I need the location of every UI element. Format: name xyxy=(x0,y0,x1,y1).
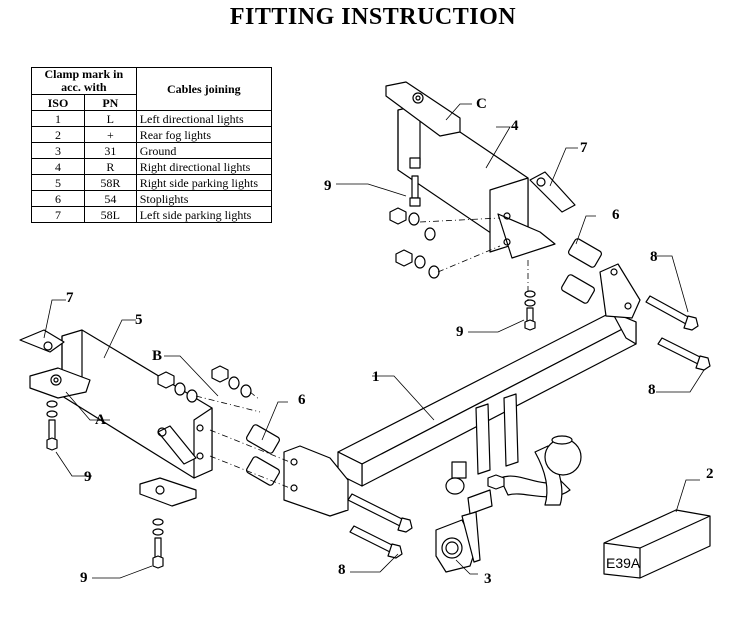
bolt-8-right-upper xyxy=(645,295,699,331)
label-part-1: 1 xyxy=(372,369,380,385)
label-part-9-upper: 9 xyxy=(324,178,332,194)
right-bracket-part-4 xyxy=(397,104,556,259)
clamp-b xyxy=(139,477,197,507)
header-clamp-mark: Clamp mark in acc. with xyxy=(31,67,137,95)
label-part-9-right: 9 xyxy=(456,324,464,340)
bolt-9-right xyxy=(524,260,536,331)
iso-cell: 7 xyxy=(31,206,85,223)
label-clamp-c: C xyxy=(476,96,487,112)
label-part-6-upper: 6 xyxy=(612,207,620,223)
crossbar-part-1 xyxy=(337,311,637,487)
pn-cell: 54 xyxy=(83,190,137,207)
bolt-9-left-upper xyxy=(46,400,58,451)
label-part-9-bottom: 9 xyxy=(80,570,88,586)
socket-bracket-part-3 xyxy=(435,511,481,573)
left-end-plate xyxy=(283,445,349,517)
label-part-4: 4 xyxy=(511,118,519,134)
part-labels: 1 2 3 4 5 6 6 7 7 8 8 8 9 9 9 9 A B C xyxy=(66,96,714,587)
label-part-8-lower: 8 xyxy=(338,562,346,578)
label-part-5: 5 xyxy=(135,312,143,328)
tow-ball-assembly xyxy=(445,393,582,515)
clamp-7-upper xyxy=(529,171,576,213)
cable-cell: Ground xyxy=(135,142,273,159)
page-title: FITTING INSTRUCTION xyxy=(229,4,517,30)
leader-lines xyxy=(43,103,705,579)
clamp-7-lower xyxy=(19,329,197,465)
clamp-c xyxy=(385,81,461,137)
spacers-6-lower xyxy=(209,424,291,489)
spacers-6-upper xyxy=(561,238,602,304)
label-part-2: 2 xyxy=(706,466,714,482)
pn-cell: 31 xyxy=(83,142,137,159)
box-code-label: E39A xyxy=(606,555,641,571)
label-clamp-b: B xyxy=(152,348,162,364)
cable-cell: Right directional lights xyxy=(135,158,273,175)
clamp-a xyxy=(29,367,91,399)
left-bolt-set xyxy=(157,365,261,413)
bolt-8-right-lower xyxy=(657,337,711,371)
cable-cell: Left side parking lights xyxy=(135,206,273,223)
cable-cell: Right side parking lights xyxy=(135,174,273,191)
pn-cell: 58L xyxy=(83,206,137,223)
header-pn: PN xyxy=(83,94,137,111)
bolt-8-lower xyxy=(347,493,413,559)
label-part-6-lower: 6 xyxy=(298,392,306,408)
right-end-plate xyxy=(599,263,641,319)
bolt-9-left-lower xyxy=(152,518,164,569)
cable-cell: Stoplights xyxy=(135,190,273,207)
kit-box-part-2: E39A xyxy=(603,509,711,579)
label-part-9-left: 9 xyxy=(84,469,92,485)
upper-bolt-set xyxy=(389,157,501,279)
header-cables-joining: Cables joining xyxy=(135,67,273,111)
label-part-7-lower: 7 xyxy=(66,290,74,306)
label-part-3: 3 xyxy=(484,571,492,587)
label-clamp-a: A xyxy=(95,412,106,428)
label-part-8-upper: 8 xyxy=(650,249,658,265)
cable-joining-table: Clamp mark in acc. with Cables joining I… xyxy=(31,67,273,223)
label-part-8-right: 8 xyxy=(648,382,656,398)
label-part-7-upper: 7 xyxy=(580,140,588,156)
